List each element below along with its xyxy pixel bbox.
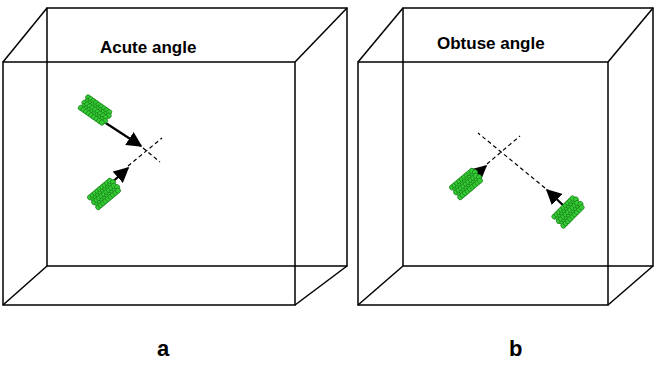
simulation-box (358, 8, 653, 305)
panel-letter: b (509, 336, 522, 362)
molecule (77, 94, 114, 127)
panel-letter: a (157, 336, 169, 362)
orientation-arrow (95, 116, 565, 207)
molecule (448, 166, 484, 201)
molecule (86, 176, 122, 211)
direction-line (128, 133, 545, 188)
panel-title: Obtuse angle (437, 34, 545, 54)
molecule (551, 194, 587, 230)
simulation-box (3, 8, 347, 305)
panel-title: Acute angle (100, 38, 196, 58)
